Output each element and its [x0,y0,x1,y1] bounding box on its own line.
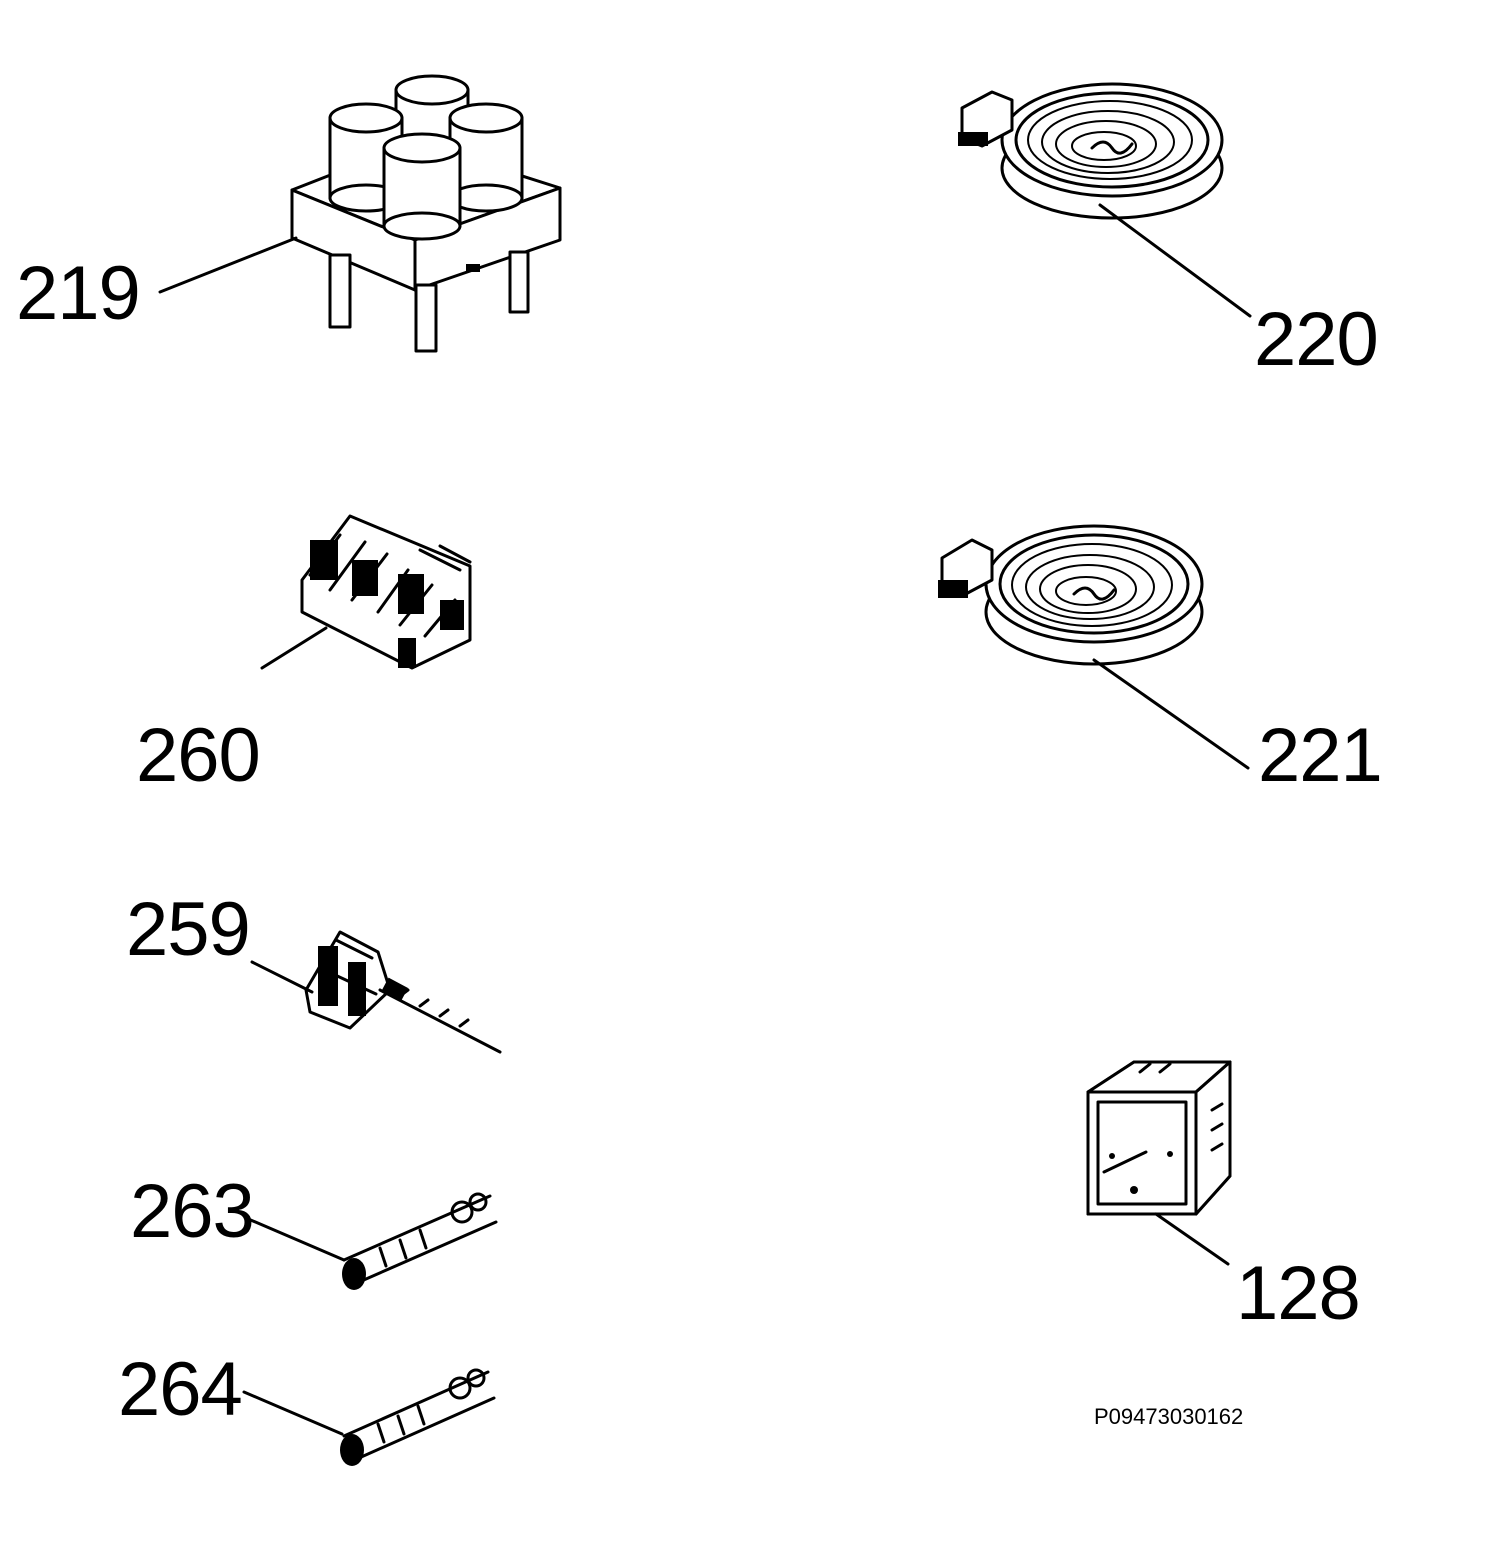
part-label-219: 219 [16,251,141,336]
part-label-128: 128 [1236,1251,1361,1336]
part-label-220: 220 [1254,297,1379,382]
leader-line-220 [1098,203,1252,318]
leader-line-219 [158,236,298,294]
leader-line-259 [250,960,314,994]
part-label-259: 259 [126,887,251,972]
leader-line-264 [242,1390,344,1436]
leader-line-221 [1092,658,1250,770]
part-263-terminal-drawing [342,1192,498,1290]
part-label-263: 263 [130,1169,255,1254]
part-label-264: 264 [118,1347,243,1432]
part-259-rotary-switch-drawing [304,930,502,1054]
drawing-code: P09473030162 [1094,1404,1244,1429]
part-219-switch-block-drawing [290,74,562,353]
part-221-hob-element-drawing [938,524,1204,666]
part-128-indicator-box-drawing [1086,1060,1232,1216]
part-label-260: 260 [136,713,261,798]
leader-line-260 [260,626,328,670]
leader-line-128 [1154,1212,1230,1266]
part-220-hob-element-drawing [958,82,1224,220]
part-label-221: 221 [1258,713,1383,798]
part-264-terminal-drawing [340,1368,496,1466]
leader-line-263 [244,1216,346,1262]
part-260-regulator-drawing [300,514,472,670]
